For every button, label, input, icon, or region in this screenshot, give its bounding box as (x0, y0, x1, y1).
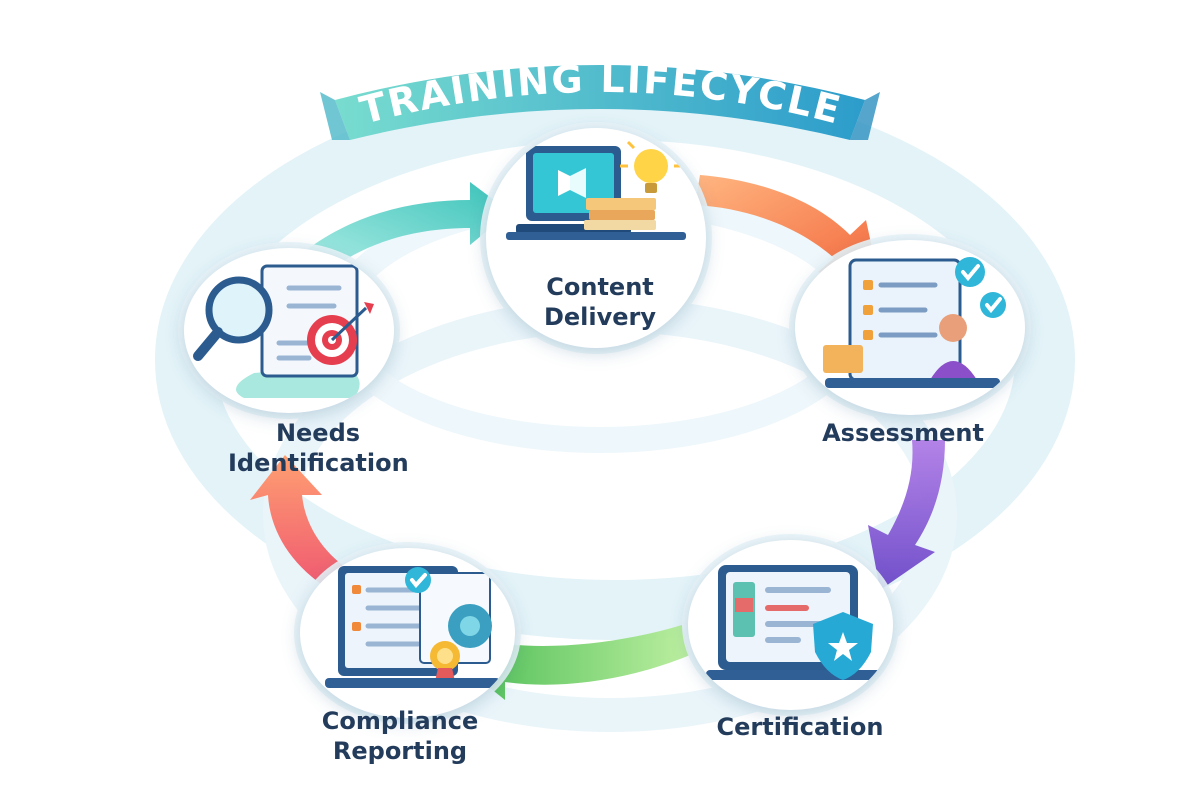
arrow-teal (300, 182, 510, 270)
label-line: Identification (228, 449, 409, 477)
stage-node-assessment (795, 240, 1025, 415)
magnifier-target-icon (193, 264, 374, 398)
label-line: Content (546, 273, 654, 301)
label-line: Compliance (321, 707, 479, 735)
stage-node-content-delivery (486, 128, 706, 348)
arrow-green (455, 625, 690, 700)
checklist-person-icon (823, 257, 1006, 388)
title-banner (320, 65, 880, 140)
stage-node-compliance-reporting (300, 548, 515, 718)
stage-label-needs-identification: Needs Identification (228, 418, 409, 478)
video-laptop-icon (506, 133, 686, 240)
stage-label-assessment: Assessment (808, 418, 998, 448)
outer-ring (155, 80, 1075, 640)
arrow-red (250, 455, 352, 590)
label-line: Reporting (332, 737, 468, 765)
stage-node-needs-identification (184, 248, 394, 413)
report-badge-icon (325, 566, 500, 688)
stage-label-certification: Certification (705, 712, 895, 742)
label-line: Delivery (543, 303, 657, 331)
stage-label-compliance-reporting: Compliance Reporting (315, 706, 485, 766)
arrow-orange (695, 175, 880, 285)
label-line: Certification (716, 713, 884, 741)
shield-laptop-icon (706, 565, 881, 680)
stage-node-certification (688, 540, 893, 710)
label-line: Assessment (822, 419, 984, 447)
arrow-purple (868, 440, 945, 590)
label-line: Needs (275, 419, 361, 447)
stage-label-content-delivery: Content Delivery (520, 272, 680, 332)
